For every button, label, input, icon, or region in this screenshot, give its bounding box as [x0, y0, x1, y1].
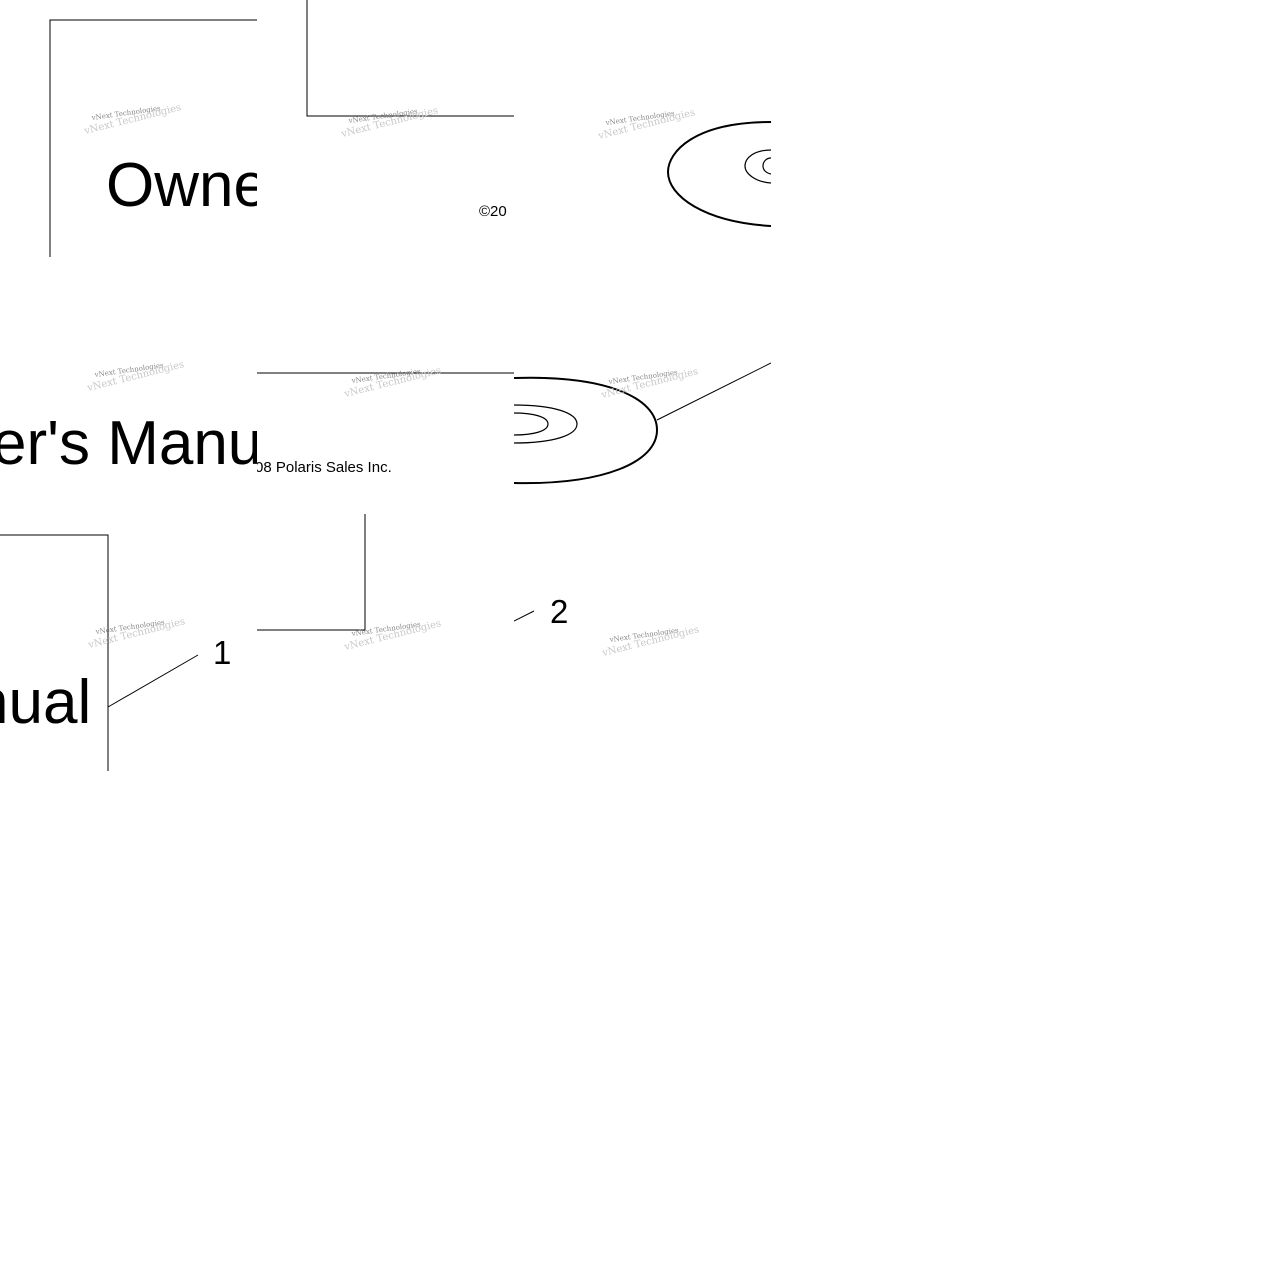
disc-outer-edge — [666, 121, 771, 227]
booklet-outline-corner — [306, 0, 514, 117]
manual-title-segment-3: nual — [0, 668, 91, 737]
callout-number-1: 1 — [213, 634, 231, 671]
disc-hub-ring-right — [514, 412, 549, 436]
copyright-text-segment-1: ©20 — [479, 203, 507, 220]
booklet-outline-top-left — [49, 19, 257, 257]
disc-inner-ring — [744, 149, 771, 184]
disc-hub-ring — [762, 157, 771, 175]
booklet-outline-bottom — [0, 534, 109, 771]
disc-inner-ring-right — [514, 404, 578, 444]
callout-leader-2 — [514, 610, 535, 622]
callout-number-2: 2 — [550, 593, 568, 630]
manual-title-segment-2: er's Manu — [0, 409, 257, 478]
manual-title-segment-1: Owne — [106, 151, 257, 220]
callout-leader-2-upper — [656, 362, 771, 421]
copyright-text-segment-2: 08 Polaris Sales Inc. — [257, 459, 392, 476]
callout-leader-1 — [107, 654, 199, 708]
disc-outer-edge-right — [514, 376, 659, 485]
booklet-outline-bottom-right — [257, 514, 366, 631]
